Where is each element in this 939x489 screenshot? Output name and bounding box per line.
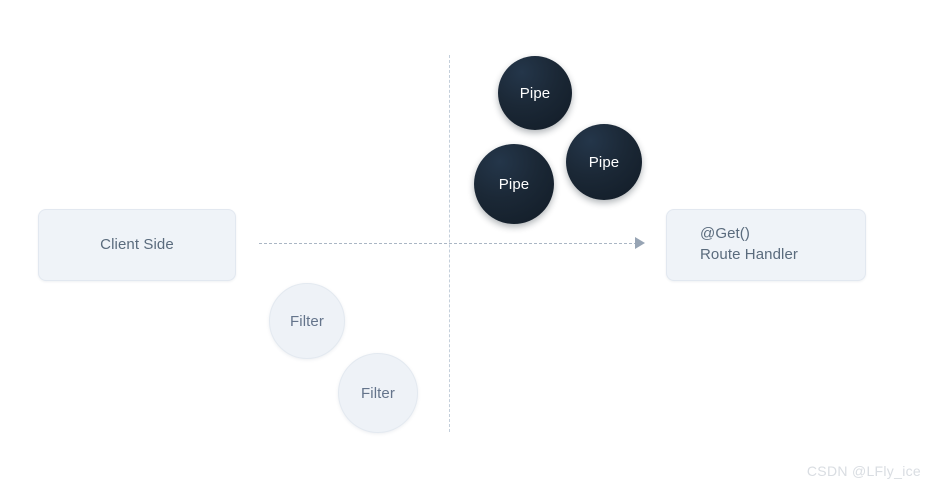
pipe-label: Pipe bbox=[519, 84, 551, 102]
pipe-circle-right[interactable]: Pipe bbox=[566, 124, 642, 200]
pipe-label: Pipe bbox=[498, 175, 530, 193]
watermark-text: CSDN @LFly_ice bbox=[806, 463, 921, 479]
request-flow-dashed-line bbox=[259, 243, 637, 244]
filter-label: Filter bbox=[290, 312, 324, 330]
filter-circle-lower[interactable]: Filter bbox=[338, 353, 418, 433]
route-handler-label: @Get() Route Handler bbox=[700, 225, 799, 263]
route-handler-box[interactable]: @Get() Route Handler bbox=[666, 209, 866, 281]
pipe-circle-top[interactable]: Pipe bbox=[498, 56, 572, 130]
client-side-box[interactable]: Client Side bbox=[38, 209, 236, 281]
pipe-circle-left[interactable]: Pipe bbox=[474, 144, 554, 224]
pipe-label: Pipe bbox=[588, 153, 620, 171]
request-flow-arrowhead-icon bbox=[635, 237, 645, 249]
client-side-label: Client Side bbox=[100, 235, 174, 253]
filter-label: Filter bbox=[361, 384, 395, 402]
filter-circle-upper[interactable]: Filter bbox=[269, 283, 345, 359]
